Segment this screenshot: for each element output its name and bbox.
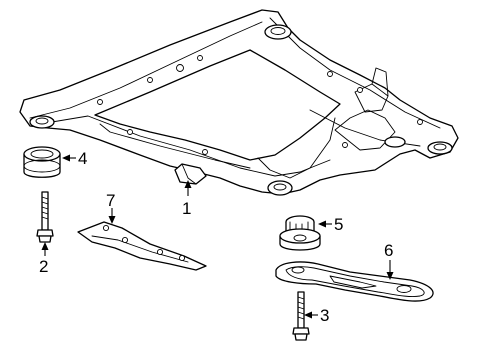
callout-label-4: 4 [78, 149, 87, 168]
bolt-part-2 [36, 191, 54, 243]
callout-3: 3 [304, 306, 329, 325]
callout-2: 2 [39, 242, 49, 276]
callout-label-7: 7 [106, 191, 115, 210]
callout-label-3: 3 [320, 306, 329, 325]
callout-6: 6 [384, 241, 394, 280]
callout-label-6: 6 [384, 241, 393, 260]
callout-7: 7 [106, 191, 116, 224]
bolt-part-3 [292, 291, 310, 341]
callout-label-2: 2 [39, 257, 48, 276]
insulator-plate-part [275, 261, 434, 302]
callout-label-5: 5 [334, 215, 343, 234]
upper-bushing-part [23, 146, 61, 178]
engine-cradle-frame [19, 9, 459, 196]
callout-label-1: 1 [182, 199, 191, 218]
lower-bushing-part [279, 215, 321, 251]
callout-4: 4 [62, 149, 87, 168]
callout-5: 5 [318, 215, 343, 234]
callout-1: 1 [182, 180, 192, 218]
shield-bracket-part [77, 221, 207, 271]
